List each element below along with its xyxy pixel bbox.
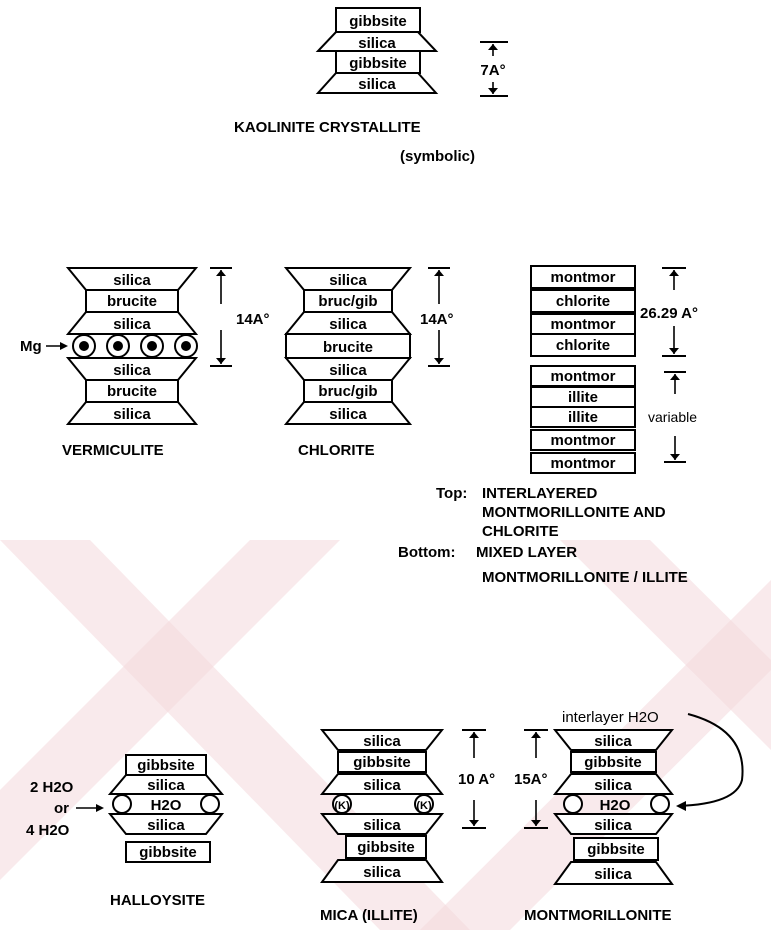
dimension-label: variable — [648, 409, 697, 425]
halloysite-caption: HALLOYSITE — [110, 892, 205, 909]
layer-label: brucite — [107, 383, 157, 400]
top-caption-line: MONTMORILLONITE AND — [482, 504, 666, 521]
kaolinite-crystallite: gibbsite silica gibbsite silica 7A° KAOL… — [234, 8, 508, 165]
layer-label: silica — [329, 316, 367, 333]
bottom-label: Bottom: — [398, 544, 455, 561]
layer-label: illite — [568, 389, 598, 406]
layer-label: silica — [363, 817, 401, 834]
layer-label: gibbsite — [349, 55, 407, 72]
layer-label: brucite — [107, 293, 157, 310]
layer-label: gibbsite — [137, 757, 195, 774]
layer-label: montmor — [551, 432, 616, 449]
layer-label: illite — [568, 409, 598, 426]
layer-label: bruc/gib — [318, 293, 377, 310]
kaolinite-subcaption: (symbolic) — [400, 148, 475, 165]
layer-label: chlorite — [556, 337, 610, 354]
layer-label: montmor — [551, 316, 616, 333]
layer-label: gibbsite — [349, 13, 407, 30]
halloysite-structure: gibbsite silica H2O silica gibbsite 2 H2… — [26, 755, 222, 909]
dimension-label: 15A° — [514, 771, 548, 788]
bottom-caption-line: MONTMORILLONITE / ILLITE — [482, 569, 688, 586]
layer-label: silica — [363, 733, 401, 750]
mg-label: Mg — [20, 338, 42, 355]
layer-label: montmor — [551, 455, 616, 472]
layer-label: chlorite — [556, 293, 610, 310]
layer-label: montmor — [551, 368, 616, 385]
layer-label: montmor — [551, 269, 616, 286]
water-label: H2O — [600, 797, 631, 814]
layer-label: silica — [358, 35, 396, 52]
mica-caption: MICA (ILLITE) — [320, 907, 418, 924]
layer-label: silica — [329, 272, 367, 289]
water-note-line: 2 H2O — [30, 779, 74, 796]
layer-label: brucite — [323, 339, 373, 356]
layer-label: silica — [363, 777, 401, 794]
potassium-label: (K) — [334, 800, 350, 812]
layer-label: silica — [329, 362, 367, 379]
water-label: H2O — [151, 797, 182, 814]
layer-label: silica — [329, 406, 367, 423]
water-note-line: or — [54, 800, 69, 817]
montmorillonite-caption: MONTMORILLONITE — [524, 907, 671, 924]
layer-label: silica — [594, 866, 632, 883]
layer-label: silica — [594, 733, 632, 750]
layer-label: gibbsite — [353, 754, 411, 771]
chlorite-caption: CHLORITE — [298, 442, 375, 459]
dimension-label: 14A° — [236, 311, 270, 328]
layer-label: bruc/gib — [318, 383, 377, 400]
top-caption-line: INTERLAYERED — [482, 485, 597, 502]
layer-label: silica — [113, 316, 151, 333]
layer-label: gibbsite — [139, 844, 197, 861]
layer-label: silica — [147, 777, 185, 794]
dimension-label: 14A° — [420, 311, 454, 328]
top-label: Top: — [436, 485, 467, 502]
layer-label: silica — [363, 864, 401, 881]
chlorite-structure: silica bruc/gib silica brucite silica br… — [286, 268, 454, 459]
vermiculite-structure: silica brucite silica Mg silica brucite … — [20, 268, 270, 459]
layer-label: silica — [113, 406, 151, 423]
interlayer-water-label: interlayer H2O — [562, 709, 659, 726]
layer-label: silica — [594, 777, 632, 794]
layer-label: silica — [147, 817, 185, 834]
potassium-label: (K) — [416, 800, 432, 812]
layer-label: silica — [113, 362, 151, 379]
kaolinite-caption: KAOLINITE CRYSTALLITE — [234, 119, 421, 136]
layer-label: silica — [594, 817, 632, 834]
dimension-label: 10 A° — [458, 771, 495, 788]
dimension-label: 26.29 A° — [640, 305, 698, 322]
mg-ion-row — [73, 335, 197, 357]
layer-label: gibbsite — [584, 754, 642, 771]
layer-label: gibbsite — [587, 841, 645, 858]
water-note-line: 4 H2O — [26, 822, 70, 839]
vermiculite-caption: VERMICULITE — [62, 442, 164, 459]
layer-label: silica — [358, 76, 396, 93]
bottom-caption-line: MIXED LAYER — [476, 544, 577, 561]
dimension-label: 7A° — [480, 62, 505, 79]
layer-label: gibbsite — [357, 839, 415, 856]
top-caption-line: CHLORITE — [482, 523, 559, 540]
layer-label: silica — [113, 272, 151, 289]
